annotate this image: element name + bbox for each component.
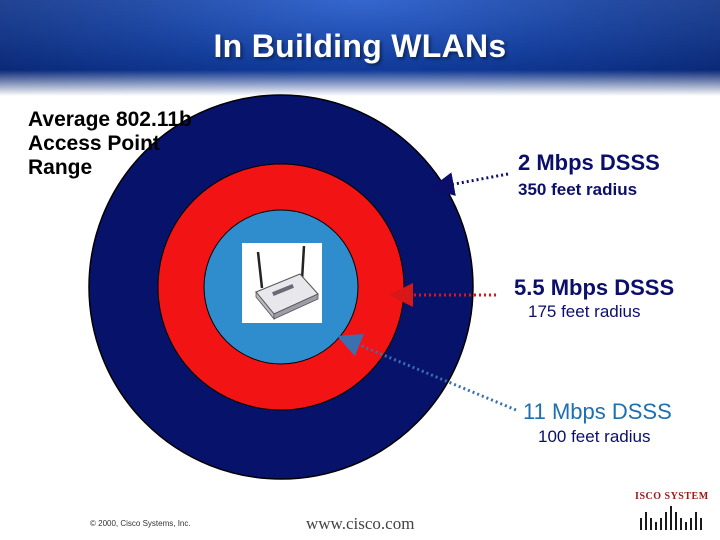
access-point-icon (242, 243, 322, 323)
rate-11mbps-label: 11 Mbps DSSS (523, 399, 672, 424)
rate-5-5mbps-label: 5.5 Mbps DSSS (514, 275, 675, 300)
svg-text:CISCO SYSTEMS: CISCO SYSTEMS (634, 491, 708, 502)
banner-highlight (0, 0, 720, 82)
range-label: Average 802.11b Access Point Range (28, 108, 192, 179)
website-url: www.cisco.com (306, 514, 415, 533)
radius-350-label: 350 feet radius (518, 180, 638, 199)
cisco-bridge-logo: CISCO SYSTEMS (634, 491, 708, 530)
slide-title: In Building WLANs (213, 28, 507, 64)
radius-175-label: 175 feet radius (528, 302, 641, 321)
arrow-11mbps (337, 333, 517, 412)
banner-fade (0, 70, 720, 96)
copyright-text: © 2000, Cisco Systems, Inc. (90, 519, 191, 528)
title-banner (0, 0, 720, 96)
rate-2mbps-label: 2 Mbps DSSS (518, 150, 660, 175)
radius-100-label: 100 feet radius (538, 427, 651, 446)
